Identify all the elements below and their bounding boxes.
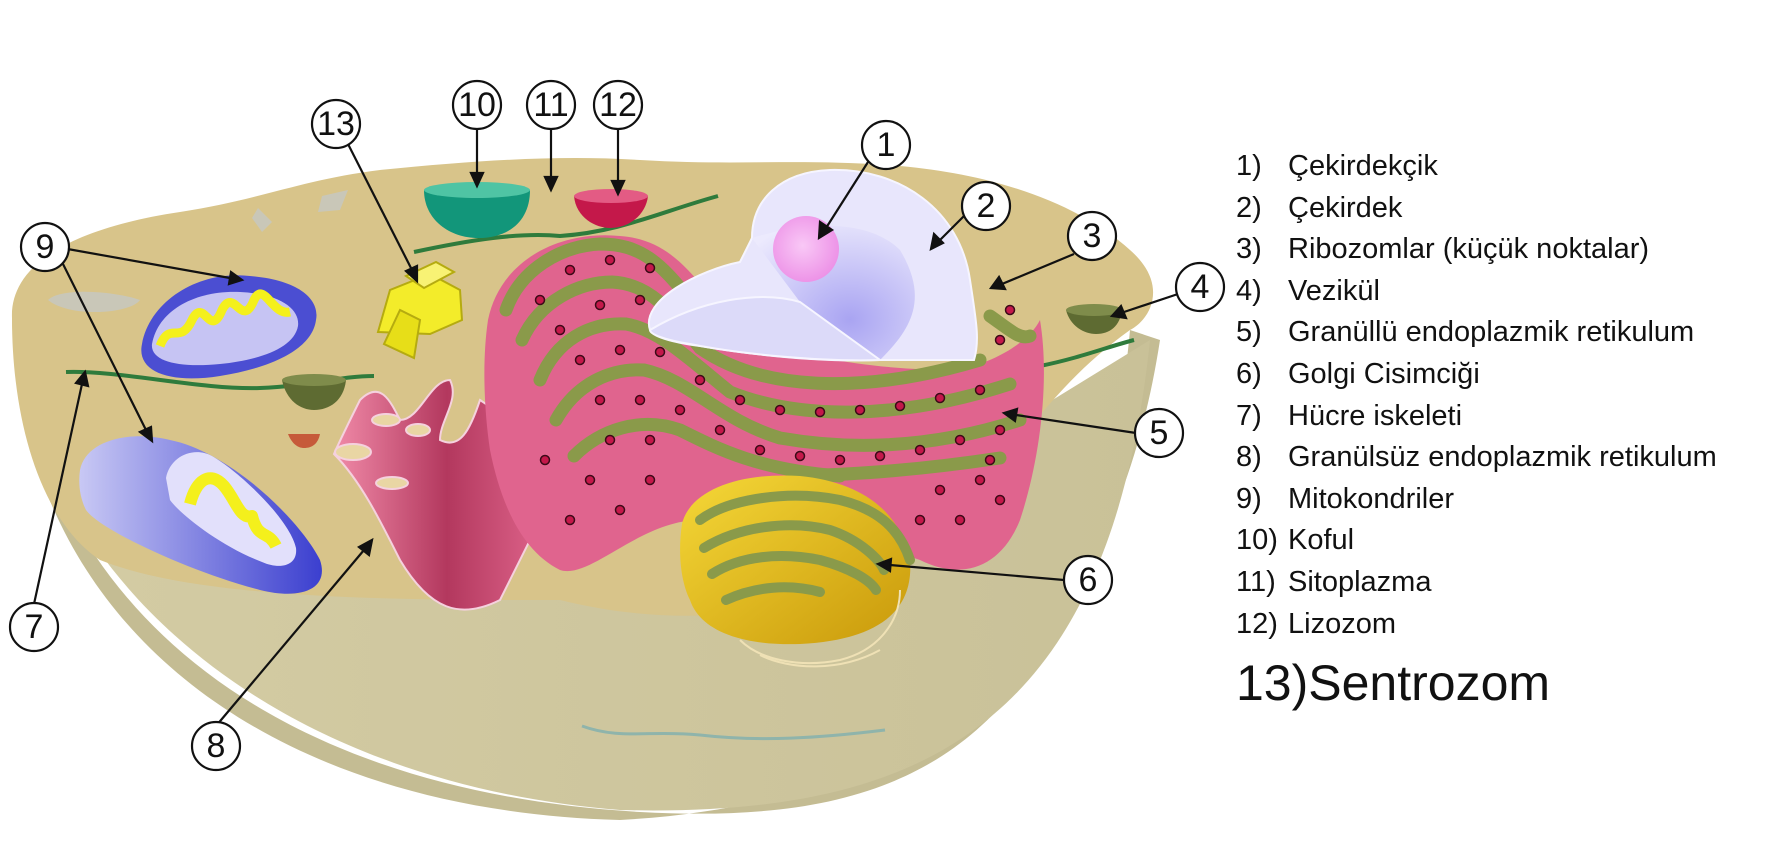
legend-item: 11) Sitoplazma bbox=[1236, 562, 1717, 604]
legend-number: 12) bbox=[1236, 607, 1278, 640]
legend-item: 7) Hücre iskeleti bbox=[1236, 396, 1717, 438]
callout-3: 3 bbox=[1066, 210, 1118, 262]
legend-label: Çekirdekçik bbox=[1288, 150, 1438, 182]
rough-er bbox=[484, 235, 1044, 572]
legend-item: 4) Vezikül bbox=[1236, 271, 1717, 313]
legend-number: 1) bbox=[1236, 150, 1262, 182]
svg-text:1: 1 bbox=[877, 126, 896, 164]
legend-item: 8) Granülsüz endoplazmik retikulum bbox=[1236, 437, 1717, 479]
leader-lines bbox=[32, 128, 1179, 727]
legend-item: 13)Sentrozom bbox=[1236, 651, 1717, 715]
legend-item: 3) Ribozomlar (küçük noktalar) bbox=[1236, 229, 1717, 271]
mitochondrion-bottom bbox=[79, 436, 322, 594]
legend-number: 8) bbox=[1236, 441, 1262, 474]
callout-5: 5 bbox=[1133, 407, 1185, 459]
legend-label: Çekirdek bbox=[1288, 191, 1403, 224]
legend-number: 7) bbox=[1236, 399, 1262, 432]
svg-text:6: 6 bbox=[1079, 561, 1098, 599]
legend-label: Mitokondriler bbox=[1288, 482, 1454, 515]
legend-number: 10) bbox=[1236, 524, 1278, 557]
legend-item: 5) Granüllü endoplazmik retikulum bbox=[1236, 312, 1717, 354]
legend-label: Sitoplazma bbox=[1288, 565, 1432, 598]
svg-text:13: 13 bbox=[317, 105, 355, 143]
legend-label: Lizozom bbox=[1288, 607, 1396, 640]
legend-item: 12) Lizozom bbox=[1236, 604, 1717, 646]
ribosomes bbox=[534, 254, 1016, 526]
svg-text:5: 5 bbox=[1150, 414, 1169, 452]
legend-number: 9) bbox=[1236, 482, 1262, 515]
legend-number: 2) bbox=[1236, 191, 1262, 224]
legend-item: 2) Çekirdek bbox=[1236, 188, 1717, 230]
legend-label: Ribozomlar (küçük noktalar) bbox=[1288, 233, 1650, 266]
svg-text:11: 11 bbox=[533, 86, 568, 124]
legend-number: 6) bbox=[1236, 357, 1262, 390]
svg-text:12: 12 bbox=[599, 86, 637, 124]
svg-text:2: 2 bbox=[977, 187, 996, 225]
callout-7: 7 bbox=[8, 601, 60, 653]
callout-2: 2 bbox=[960, 180, 1012, 232]
golgi-apparatus bbox=[680, 475, 915, 668]
legend-item: 9) Mitokondriler bbox=[1236, 479, 1717, 521]
svg-text:8: 8 bbox=[207, 727, 226, 765]
legend-number: 13) bbox=[1236, 655, 1309, 712]
cell-lower-half bbox=[12, 318, 1150, 811]
svg-text:7: 7 bbox=[25, 608, 44, 646]
surface-notch bbox=[318, 190, 348, 212]
svg-text:10: 10 bbox=[458, 86, 496, 124]
svg-text:3: 3 bbox=[1083, 217, 1102, 255]
callout-11: 11 bbox=[525, 79, 577, 131]
callout-1: 1 bbox=[860, 119, 912, 171]
callout-9: 9 bbox=[19, 221, 71, 273]
legend-number: 11) bbox=[1236, 565, 1276, 598]
legend-number: 4) bbox=[1236, 274, 1262, 307]
legend-label: Vezikül bbox=[1288, 274, 1380, 307]
legend-label: Golgi Cisimciği bbox=[1288, 357, 1480, 390]
callout-4: 4 bbox=[1174, 261, 1226, 313]
legend-item: 6) Golgi Cisimciği bbox=[1236, 354, 1717, 396]
callout-12: 12 bbox=[592, 79, 644, 131]
legend-label: Hücre iskeleti bbox=[1288, 399, 1463, 432]
nucleolus bbox=[773, 216, 839, 282]
callout-6: 6 bbox=[1062, 554, 1114, 606]
mitochondrion-top bbox=[141, 275, 317, 379]
legend-label: Koful bbox=[1288, 524, 1355, 557]
legend-label: Sentrozom bbox=[1308, 655, 1551, 712]
surface-notch bbox=[252, 208, 272, 232]
legend-label: Granüllü endoplazmik retikulum bbox=[1288, 316, 1695, 349]
svg-text:4: 4 bbox=[1191, 268, 1210, 306]
legend-item: 10) Koful bbox=[1236, 520, 1717, 562]
callout-13: 13 bbox=[310, 98, 362, 150]
legend: 1) Çekirdekçik 2) Çekirdek 3) Ribozomlar (k… bbox=[1236, 146, 1717, 715]
legend-number: 3) bbox=[1236, 233, 1262, 266]
svg-text:9: 9 bbox=[36, 228, 55, 266]
vesicle-small bbox=[288, 434, 320, 448]
surface-notch bbox=[48, 291, 140, 313]
legend-number: 5) bbox=[1236, 316, 1262, 349]
legend-label: Granülsüz endoplazmik retikulum bbox=[1288, 441, 1717, 474]
cytoskeleton-fiber-lower bbox=[581, 724, 886, 741]
legend-item: 1) Çekirdekçik bbox=[1236, 146, 1717, 188]
callout-10: 10 bbox=[451, 79, 503, 131]
callout-8: 8 bbox=[190, 720, 242, 772]
